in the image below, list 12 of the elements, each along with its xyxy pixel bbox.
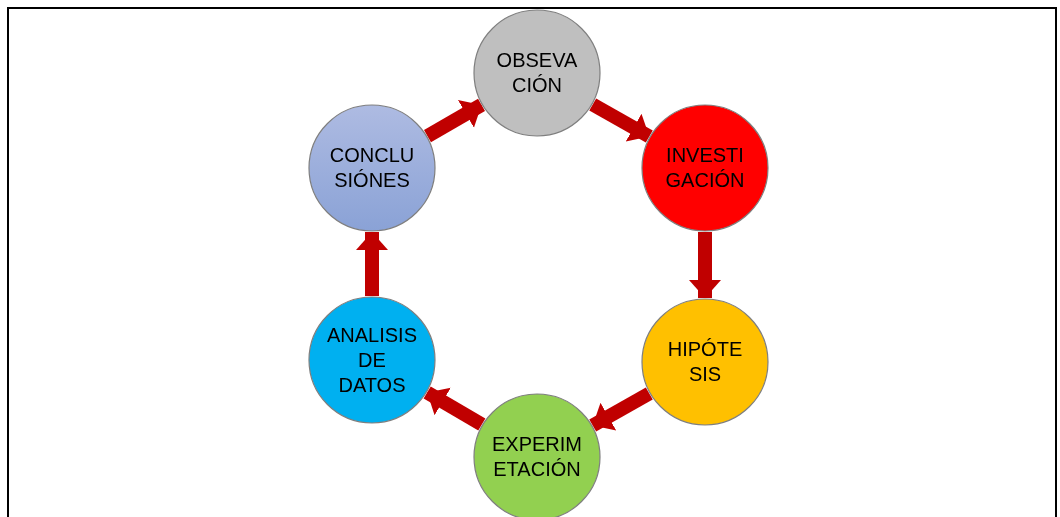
node-label: ANALISIS DE DATOS [325, 322, 418, 398]
node-label: EXPERIM ETACIÓN [491, 432, 583, 482]
block-arrow [423, 98, 486, 143]
block-arrow [356, 232, 388, 296]
block-arrow [689, 232, 721, 298]
node-label: INVESTI GACIÓN [664, 143, 746, 193]
node-label: OBSEVA CIÓN [495, 48, 579, 98]
block-arrow [423, 386, 486, 431]
block-arrow [589, 387, 653, 432]
node-label: HIPÓTE SIS [666, 337, 744, 387]
node-label: CONCLU SIÓNES [328, 143, 416, 193]
block-arrow [589, 98, 653, 143]
